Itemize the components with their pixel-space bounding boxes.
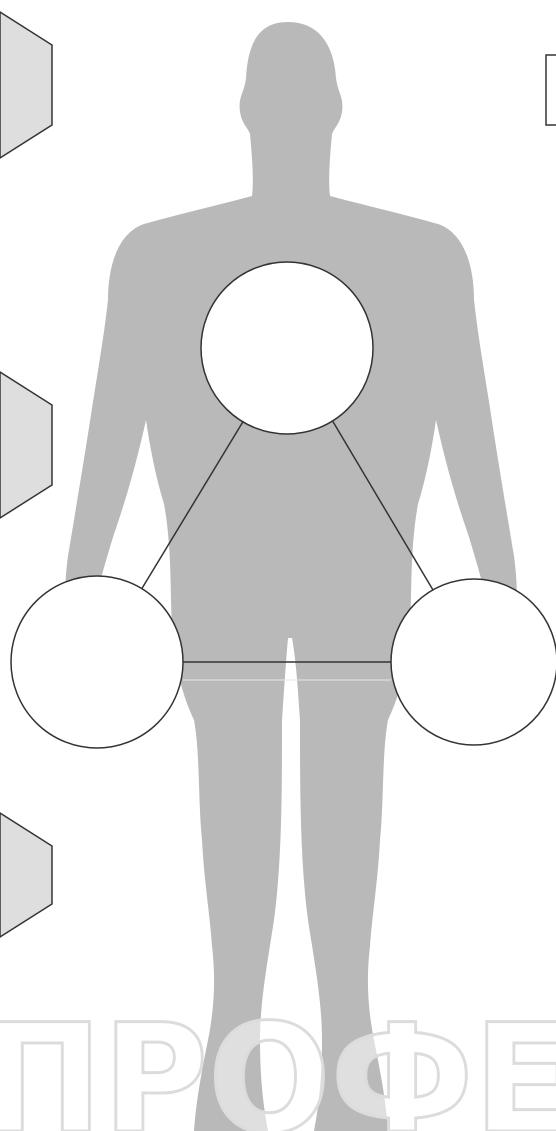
hexagon-decor-left	[0, 12, 52, 937]
node-circle-right	[391, 579, 556, 745]
hexagon-bottom-left	[0, 813, 52, 937]
hexagon-top-left	[0, 12, 52, 158]
bottom-outlined-text: ПРОФЕ	[0, 993, 556, 1131]
hexagon-top-right-edge	[546, 55, 556, 125]
human-silhouette	[65, 22, 517, 1131]
node-circle-left	[11, 576, 183, 748]
hexagon-middle-left	[0, 372, 52, 518]
node-circle-top	[201, 262, 373, 434]
